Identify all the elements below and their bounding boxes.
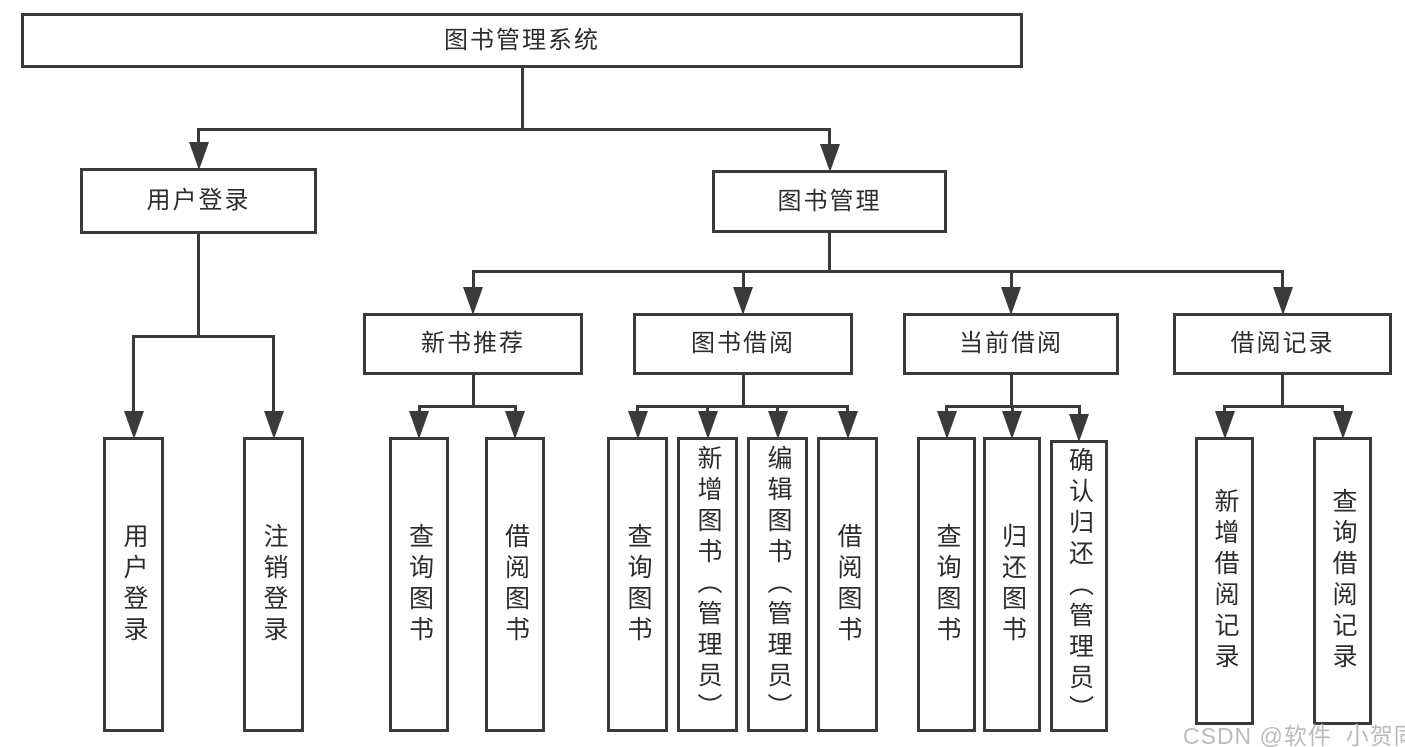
node-label-current-borrow: 当前借阅	[959, 330, 1063, 357]
arrow-down-icon	[1272, 287, 1293, 315]
connector-branch-line	[636, 405, 849, 408]
arrow-shaft	[513, 405, 517, 411]
node-leaf-bb-edit-books: 编辑图书（管理员）	[747, 437, 808, 732]
node-label-leaf-bb-borrow-books: 借阅图书	[834, 522, 862, 647]
arrow-shaft	[1009, 270, 1013, 287]
node-label-leaf-cb-return-books: 归还图书	[998, 522, 1027, 647]
node-leaf-nbr-borrow-books: 借阅图书	[485, 437, 545, 732]
node-leaf-br-query-record: 查询借阅记录	[1313, 437, 1372, 725]
node-leaf-logout: 注销登录	[243, 437, 304, 732]
connector-stem	[741, 375, 745, 408]
node-leaf-user-login: 用户登录	[103, 437, 164, 732]
node-label-new-book-rec: 新书推荐	[421, 330, 525, 357]
node-label-leaf-br-query-record: 查询借阅记录	[1329, 488, 1357, 674]
connector-branch-line	[197, 128, 831, 131]
arrow-shaft	[272, 335, 275, 411]
arrow-down-icon	[1002, 411, 1022, 439]
node-user-login: 用户登录	[80, 168, 317, 234]
node-leaf-nbr-query-books: 查询图书	[389, 437, 449, 732]
arrow-down-icon	[819, 144, 840, 172]
node-leaf-bb-borrow-books: 借阅图书	[817, 437, 878, 732]
node-label-root: 图书管理系统	[444, 26, 600, 54]
node-root: 图书管理系统	[21, 13, 1023, 68]
arrow-shaft	[945, 405, 948, 411]
node-leaf-bb-add-books: 新增图书（管理员）	[677, 437, 738, 732]
node-leaf-cb-confirm-return: 确认归还（管理员）	[1050, 440, 1108, 732]
connector-branch-line	[1223, 405, 1344, 408]
arrow-down-icon	[123, 411, 144, 439]
arrow-shaft	[132, 335, 135, 411]
node-label-book-mgmt: 图书管理	[777, 187, 882, 215]
connector-branch-line	[417, 405, 517, 408]
arrow-shaft	[636, 405, 639, 411]
arrow-down-icon	[1332, 411, 1353, 439]
arrow-shaft	[1281, 270, 1284, 287]
arrow-down-icon	[936, 411, 957, 439]
arrow-shaft	[197, 128, 200, 142]
arrow-down-icon	[188, 142, 209, 170]
node-book-borrow: 图书借阅	[633, 313, 853, 375]
arrow-shaft	[1341, 405, 1344, 411]
node-label-leaf-user-login: 用户登录	[120, 522, 148, 647]
node-label-user-login: 用户登录	[146, 187, 251, 214]
arrow-down-icon	[409, 411, 429, 439]
arrow-down-icon	[1001, 287, 1021, 315]
connector-branch-line	[471, 270, 1284, 273]
node-label-leaf-cb-query-books: 查询图书	[933, 522, 961, 647]
connector-stem	[1281, 375, 1284, 408]
arrow-shaft	[1010, 405, 1014, 411]
connector-stem	[471, 375, 475, 408]
node-label-book-borrow: 图书借阅	[691, 330, 795, 357]
arrow-down-icon	[463, 287, 483, 315]
node-label-leaf-bb-edit-books: 编辑图书（管理员）	[764, 445, 792, 724]
arrow-down-icon	[627, 411, 648, 439]
node-leaf-cb-query-books: 查询图书	[917, 437, 976, 732]
connector-stem	[1009, 375, 1013, 408]
node-label-leaf-br-add-record: 新增借阅记录	[1211, 488, 1239, 674]
node-leaf-br-add-record: 新增借阅记录	[1195, 437, 1254, 725]
node-label-leaf-bb-query-books: 查询图书	[624, 522, 652, 647]
connector-stem	[520, 68, 524, 131]
arrow-shaft	[741, 270, 745, 287]
node-leaf-cb-return-books: 归还图书	[983, 437, 1041, 732]
arrow-down-icon	[505, 411, 525, 439]
watermark: CSDN @软件_小贺同学	[1183, 723, 1405, 747]
node-label-leaf-nbr-borrow-books: 借阅图书	[501, 522, 530, 647]
node-leaf-bb-query-books: 查询图书	[607, 437, 668, 732]
arrow-down-icon	[837, 411, 858, 439]
node-label-leaf-cb-confirm-return: 确认归还（管理员）	[1065, 446, 1094, 726]
arrow-shaft	[846, 405, 849, 411]
arrow-shaft	[417, 405, 421, 411]
node-label-leaf-logout: 注销登录	[260, 522, 288, 647]
node-label-leaf-bb-add-books: 新增图书（管理员）	[694, 445, 722, 724]
arrow-down-icon	[733, 287, 753, 315]
node-current-borrow: 当前借阅	[903, 313, 1119, 375]
arrow-shaft	[1223, 405, 1226, 411]
arrow-down-icon	[263, 411, 284, 439]
arrow-shaft	[776, 405, 779, 411]
arrow-shaft	[828, 128, 831, 144]
connector-stem	[197, 234, 200, 338]
arrow-down-icon	[767, 411, 788, 439]
arrow-shaft	[1077, 405, 1081, 414]
arrow-shaft	[706, 405, 709, 411]
arrow-down-icon	[697, 411, 718, 439]
arrow-down-icon	[1214, 411, 1235, 439]
connector-stem	[828, 233, 831, 273]
node-label-borrow-records: 借阅记录	[1230, 330, 1335, 357]
node-book-mgmt: 图书管理	[712, 170, 947, 233]
arrow-down-icon	[1069, 414, 1089, 442]
node-new-book-rec: 新书推荐	[363, 313, 583, 375]
node-label-leaf-nbr-query-books: 查询图书	[405, 522, 434, 647]
connector-branch-line	[132, 335, 275, 338]
arrow-shaft	[471, 270, 475, 287]
node-borrow-records: 借阅记录	[1173, 313, 1392, 375]
